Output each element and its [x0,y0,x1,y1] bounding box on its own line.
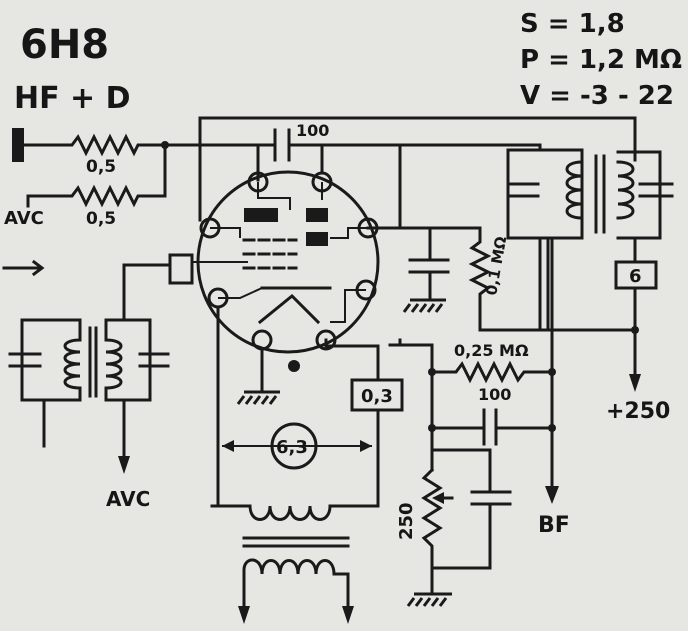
heater-transformer [238,504,354,624]
heater-voltage-marker [270,422,318,470]
spec-s: S = 1,8 [520,9,625,39]
ground-pot [406,592,452,607]
resistor-in-2 [38,184,167,208]
spec-v: V = -3 - 22 [520,81,674,111]
ground-cathode [236,390,280,405]
resistor-in-1-label: 0,5 [86,157,116,177]
capacitor-100-top [273,128,542,162]
tube-envelope [168,170,380,372]
box-6-label: 6 [629,266,642,287]
heater-label: 6,3 [276,437,308,458]
potentiometer-250 [421,467,443,594]
spec-p: P = 1,2 MΩ [520,45,682,75]
bf-label: BF [538,513,570,538]
avc-top-label: AVC [4,208,44,229]
resistor-in-1 [58,133,167,157]
box-03-label: 0,3 [361,386,393,407]
input-connector [12,128,62,162]
cap-plate-label: 100 [296,121,329,140]
if-transformer-output [366,143,674,240]
if-transformer-input [8,318,170,448]
resistor-grid-label: 0,25 MΩ [454,341,529,360]
resistor-load [468,226,542,332]
resistor-load-label: 0,1 MΩ [482,235,510,297]
pot-label: 250 [396,502,417,540]
supply-label: +250 [606,399,670,424]
cap-coupling-label: 100 [478,385,511,404]
resistor-in-2-label: 0,5 [86,209,116,229]
tube-type: 6H8 [20,22,109,68]
tube-function: HF + D [14,81,131,116]
ground-load [402,298,446,313]
avc-bottom-label: AVC [106,487,150,511]
